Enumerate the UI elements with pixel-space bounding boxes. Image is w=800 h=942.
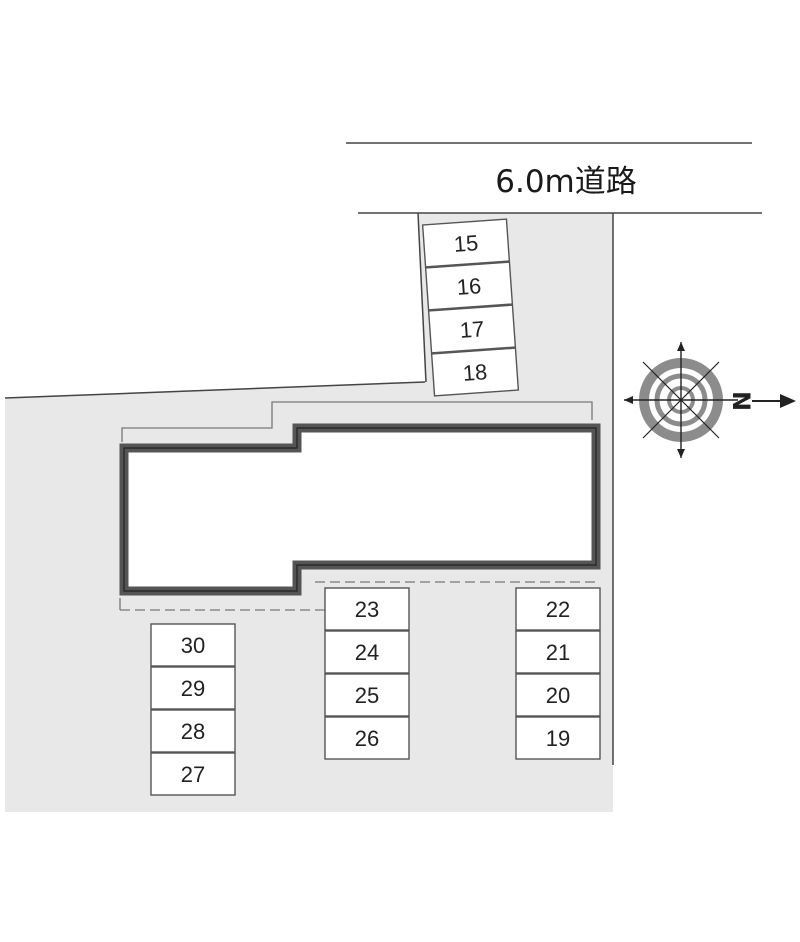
parking-stall-number: 24 bbox=[355, 640, 379, 665]
parking-stall-number: 28 bbox=[181, 719, 205, 744]
parking-stall-box bbox=[150, 623, 236, 667]
parking-stall: 16 bbox=[424, 261, 514, 311]
parking-stall: 23 bbox=[324, 587, 410, 631]
parking-stall-box bbox=[515, 673, 601, 717]
parking-stall-number: 22 bbox=[546, 597, 570, 622]
parking-stall-number: 25 bbox=[355, 683, 379, 708]
parking-stall-box bbox=[150, 752, 236, 796]
parking-stall: 30 bbox=[150, 623, 236, 667]
parking-stall-box bbox=[324, 630, 410, 674]
parking-stall: 15 bbox=[421, 218, 511, 268]
parking-stall-box bbox=[150, 666, 236, 710]
compass-rose-icon bbox=[624, 342, 738, 458]
parking-stall: 17 bbox=[427, 304, 517, 354]
parking-stall: 26 bbox=[324, 716, 410, 760]
parking-stall-box bbox=[424, 261, 514, 311]
north-label: N bbox=[727, 391, 755, 411]
parking-stall-box bbox=[324, 673, 410, 717]
parking-stall-number: 20 bbox=[546, 683, 570, 708]
parking-stall: 21 bbox=[515, 630, 601, 674]
parking-stall-number: 26 bbox=[355, 726, 379, 751]
parking-stall: 18 bbox=[430, 347, 520, 397]
apartment-building-inner-line bbox=[123, 427, 597, 592]
parking-stall-number: 16 bbox=[456, 273, 482, 300]
parking-stall-number: 23 bbox=[355, 597, 379, 622]
parking-stall: 25 bbox=[324, 673, 410, 717]
parking-stall-box bbox=[421, 218, 511, 268]
parking-stall-number: 29 bbox=[181, 676, 205, 701]
parking-stall-number: 27 bbox=[181, 762, 205, 787]
lot-north-boundary bbox=[4, 381, 426, 399]
parking-stall-number: 21 bbox=[546, 640, 570, 665]
parking-stall-number: 15 bbox=[453, 230, 479, 257]
parking-stall-box bbox=[515, 630, 601, 674]
apartment-building bbox=[119, 423, 601, 596]
building-eaves-outline bbox=[121, 401, 593, 442]
parking-stall: 29 bbox=[150, 666, 236, 710]
parking-stalls: 15 16 17 18 19 20 21 22 23 24 25 26 27 28 29 30 bbox=[150, 218, 601, 796]
parking-stall-box bbox=[515, 587, 601, 631]
parking-stall-number: 30 bbox=[181, 633, 205, 658]
parking-stall-box bbox=[515, 716, 601, 760]
parking-stall-box bbox=[430, 347, 520, 397]
parking-stall-box bbox=[324, 587, 410, 631]
parking-stall-number: 18 bbox=[462, 359, 488, 386]
road-label: 6.0m道路 bbox=[495, 164, 637, 200]
parking-stall-number: 19 bbox=[546, 726, 570, 751]
parking-stall: 22 bbox=[515, 587, 601, 631]
lot-access-edge bbox=[417, 212, 427, 383]
parking-stall: 20 bbox=[515, 673, 601, 717]
parking-stall: 24 bbox=[324, 630, 410, 674]
parking-stall-box bbox=[324, 716, 410, 760]
parking-stall-box bbox=[427, 304, 517, 354]
parking-stall-box bbox=[150, 709, 236, 753]
parking-stall: 19 bbox=[515, 716, 601, 760]
north-arrow-icon: N bbox=[727, 391, 796, 411]
parking-stall: 27 bbox=[150, 752, 236, 796]
parking-stall: 28 bbox=[150, 709, 236, 753]
parking-stall-number: 17 bbox=[459, 316, 485, 343]
